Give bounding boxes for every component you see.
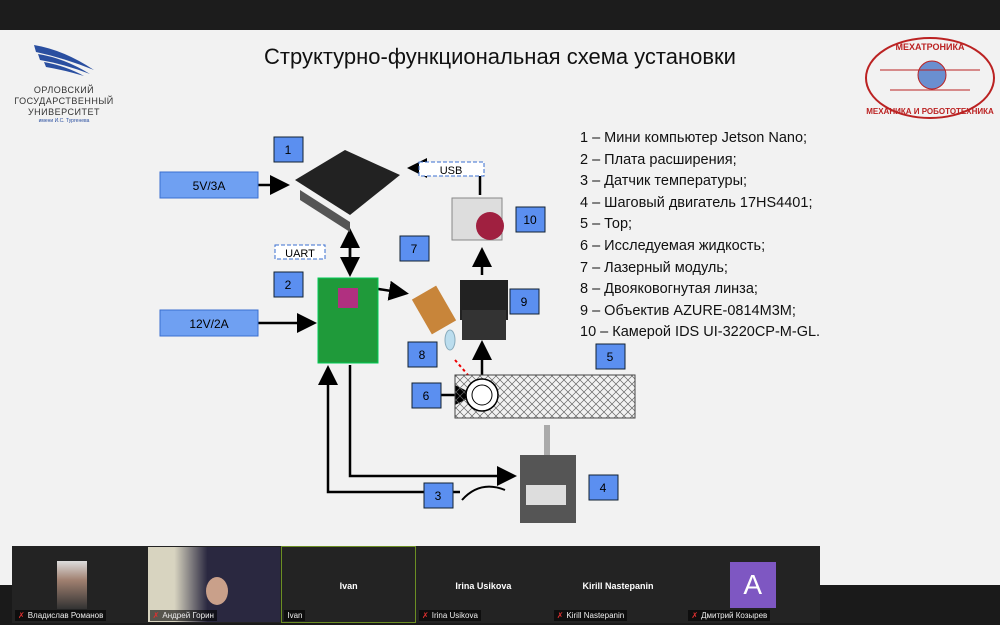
top-bar [0,0,1000,30]
label-box-9: 9 [509,288,540,315]
svg-text:МЕХАТРОНИКА: МЕХАТРОНИКА [896,42,965,52]
label-box-10: 10 [515,206,546,233]
logo-subtitle: имени И.С. Тургенева [38,118,90,124]
label-box-7: 7 [399,235,430,262]
slide-title: Структурно-функциональная схема установк… [264,44,736,69]
svg-text:5: 5 [607,350,614,364]
mic-muted-icon: ✗ [18,611,25,620]
legend-item: 9 – Объектив AZURE-0814M3M; [580,302,796,319]
participant-name: Irina Usikova [455,581,512,591]
lens [444,329,456,351]
participant-tile[interactable]: ✗Андрей Горин [146,546,282,623]
jetson-nano [295,150,400,232]
mechatronics-logo: МЕХАТРОНИКА МЕХАНИКА И РОБОТОТЕХНИКА [865,37,995,119]
svg-text:9: 9 [521,295,528,309]
usb-label: USB [418,161,485,177]
label-box-1: 1 [273,136,304,163]
svg-text:6: 6 [423,389,430,403]
power-12v-box: 12V/2A [159,309,259,337]
svg-text:2: 2 [285,278,292,292]
logo-line: ГОСУДАРСТВЕННЫЙ [14,96,114,106]
participant-name: Владислав Романов [27,611,104,620]
participant-caption: Kirill Nastepanin [566,611,625,620]
liquid-cell [465,378,499,412]
participant-name: Андрей Горин [162,611,214,620]
temperature-sensor [461,485,506,501]
label-box-5: 5 [595,343,626,370]
label-box-8: 8 [407,341,438,368]
legend-item: 5 – Тор; [580,216,633,233]
mic-muted-icon: ✗ [422,611,429,620]
avatar: A [729,562,776,608]
bird-logo-icon [34,45,94,76]
legend-item: 7 – Лазерный модуль; [580,259,728,276]
svg-text:USB: USB [440,165,463,177]
power-5v-box: 5V/3A [159,171,259,199]
svg-text:1: 1 [285,143,292,157]
mic-muted-icon: ✗ [152,611,160,620]
lens-objective [460,280,508,340]
label-box-3: 3 [423,482,454,509]
stepper-motor [520,425,576,523]
video-feed [147,547,281,622]
participant-tile[interactable]: Irina Usikova✗Irina Usikova [416,546,551,623]
svg-text:3: 3 [435,489,442,503]
svg-text:7: 7 [411,242,418,256]
camera [451,197,504,241]
laser-module [411,285,457,335]
participant-tile[interactable]: A ✗Дмитрий Козырев [685,546,821,623]
legend-item: 1 – Мини компьютер Jetson Nano; [580,130,808,146]
svg-text:5V/3A: 5V/3A [193,179,226,193]
participant-name: Kirill Nastepanin [582,581,654,591]
svg-text:12V/2A: 12V/2A [189,317,228,331]
participant-tile[interactable]: Kirill Nastepanin✗Kirill Nastepanin [550,546,686,623]
svg-text:4: 4 [600,481,607,495]
participant-caption: Ivan [287,611,303,620]
legend-item: 3 – Датчик температуры; [580,173,748,190]
legend-item: 2 – Плата расширения; [580,151,737,168]
svg-text:10: 10 [523,213,537,227]
participant-caption: Irina Usikova [431,611,478,620]
legend-item: 8 – Двояковогнутая линза; [580,281,758,298]
logo-line: УНИВЕРСИТЕТ [27,107,101,117]
video-feed [57,561,87,609]
svg-text:UART: UART [285,248,315,260]
svg-text:МЕХАНИКА И РОБОТОТЕХНИКА: МЕХАНИКА И РОБОТОТЕХНИКА [866,107,994,116]
label-box-4: 4 [588,474,619,501]
participant-tile[interactable]: ✗Владислав Романов [12,546,147,623]
legend-item: 10 – Камерой IDS UI-3220CP-M-GL. [580,324,821,341]
label-box-2: 2 [273,271,304,298]
mic-muted-icon: ✗ [691,611,699,620]
participant-name: Дмитрий Козырев [701,611,768,620]
mic-muted-icon: ✗ [556,611,564,620]
legend-item: 4 – Шаговый двигатель 17HS4401; [580,194,813,211]
block-diagram: 5V/3A 12V/2A USB UART 1 2 3 4 5 6 7 8 9 … [159,136,636,523]
svg-text:8: 8 [419,348,426,362]
logo-line: ОРЛОВСКИЙ [33,85,95,95]
uart-label: UART [274,244,326,260]
label-box-6: 6 [411,382,442,409]
legend-item: 6 – Исследуемая жидкость; [580,237,766,254]
university-logo: ОРЛОВСКИЙ ГОСУДАРСТВЕННЫЙ УНИВЕРСИТЕТ им… [4,40,124,124]
participant-name: Ivan [339,581,358,591]
legend-list: 1 – Мини компьютер Jetson Nano; 2 – Плат… [580,128,820,344]
